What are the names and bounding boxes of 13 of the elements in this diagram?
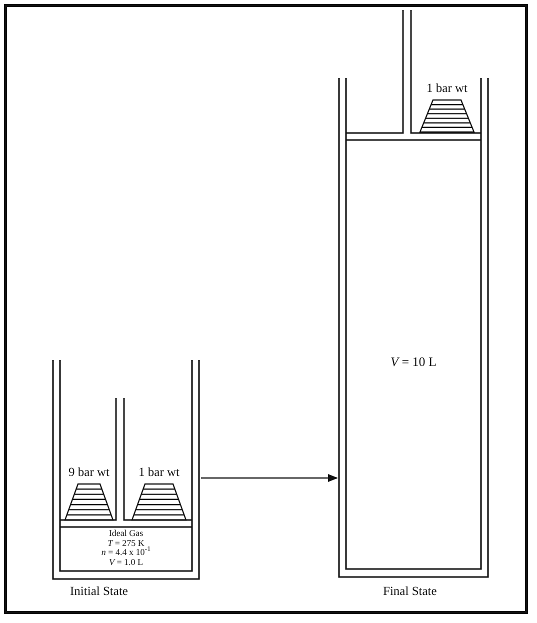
weight-label: 1 bar wt [426, 81, 468, 95]
cylinder [338, 78, 489, 578]
gas-property-text: T = 275 K [106, 538, 145, 548]
weight-label: 9 bar wt [68, 465, 110, 479]
cylinder [52, 360, 200, 580]
state-caption: Initial State [70, 584, 128, 599]
gas-property-text: Ideal Gas [108, 529, 144, 538]
state-caption: Final State [383, 584, 437, 599]
weight-label: 1 bar wt [138, 465, 180, 479]
gas-property-text: n = 4.4 x 10$^{-1}$ [100, 548, 152, 558]
gas-property-text: V = 1.0 L [108, 558, 144, 567]
gas-property-text: V = 10 L [390, 354, 438, 369]
arrow [201, 474, 338, 482]
